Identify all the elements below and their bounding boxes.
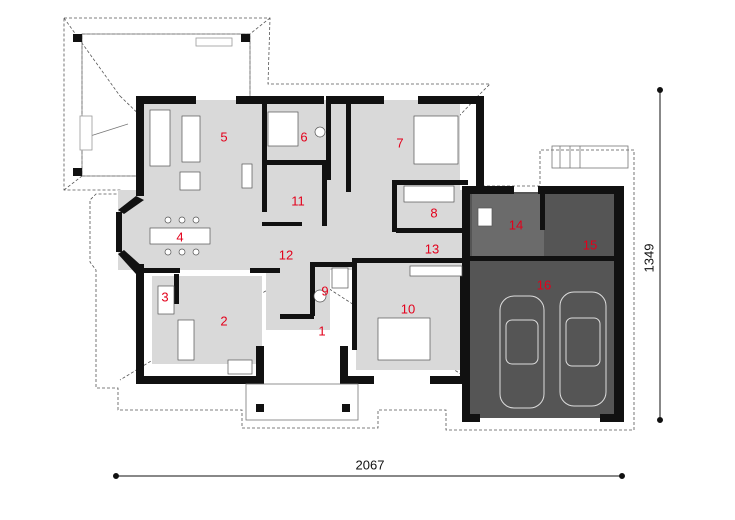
room-label-10: 10 bbox=[401, 301, 415, 316]
room-label-9: 9 bbox=[321, 283, 328, 298]
room-label-16: 16 bbox=[537, 277, 551, 292]
room-labels: 1 2 3 4 5 6 7 8 9 10 11 12 13 14 15 16 bbox=[161, 129, 597, 338]
room-label-12: 12 bbox=[279, 247, 293, 262]
room-label-14: 14 bbox=[509, 217, 523, 232]
room-label-7: 7 bbox=[396, 135, 403, 150]
terrace-columns bbox=[73, 34, 250, 176]
entrance-porch bbox=[245, 383, 359, 421]
walls bbox=[116, 96, 624, 422]
room-label-8: 8 bbox=[430, 205, 437, 220]
room-label-5: 5 bbox=[220, 129, 227, 144]
room-label-2: 2 bbox=[220, 313, 227, 328]
room-label-3: 3 bbox=[161, 289, 168, 304]
room-label-13: 13 bbox=[425, 241, 439, 256]
room-label-6: 6 bbox=[300, 129, 307, 144]
side-steps bbox=[551, 145, 629, 169]
width-dimension-label: 2067 bbox=[356, 457, 385, 472]
room-label-1: 1 bbox=[318, 323, 325, 338]
room-label-11: 11 bbox=[291, 193, 305, 208]
cars bbox=[499, 291, 607, 409]
furniture bbox=[149, 109, 493, 375]
depth-dimension-label: 1349 bbox=[641, 244, 656, 273]
depth-dimension bbox=[657, 87, 663, 423]
room-label-4: 4 bbox=[176, 229, 183, 244]
room-label-15: 15 bbox=[583, 237, 597, 252]
width-dimension bbox=[113, 473, 625, 479]
